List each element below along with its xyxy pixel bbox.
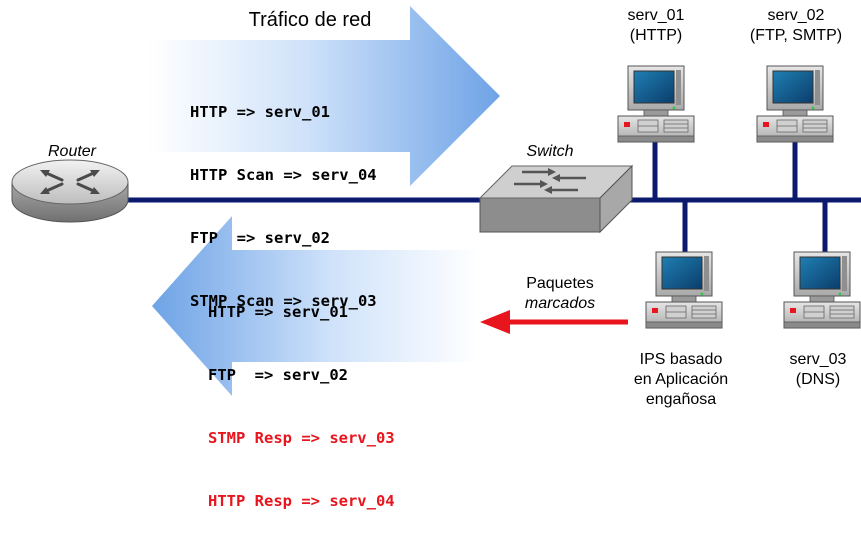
serv01-name: serv_01 (627, 7, 685, 24)
response-line: HTTP Resp => serv_04 (208, 492, 395, 510)
serv03-name: serv_03 (789, 351, 847, 368)
ips-computer-icon (645, 251, 723, 329)
ips-label: IPS basado en Aplicación engañosa (616, 350, 746, 410)
ips-line1: IPS basado (639, 351, 723, 368)
router-icon (11, 159, 129, 223)
serv02-name: serv_02 (767, 7, 825, 24)
traffic-line: STMP Scan => serv_03 (190, 292, 377, 310)
traffic-list: HTTP => serv_01 HTTP Scan => serv_04 FTP… (190, 60, 377, 333)
marked-line1: Paquetes (526, 275, 594, 292)
ips-line3: engañosa (645, 391, 717, 408)
serv03-computer-icon (783, 251, 861, 329)
switch-label: Switch (526, 143, 574, 160)
serv02-computer-icon (756, 65, 834, 143)
switch-icon (478, 164, 634, 234)
marked-packets-arrow (480, 310, 628, 334)
serv03-proto: (DNS) (795, 371, 841, 388)
serv01-computer-icon (617, 65, 695, 143)
response-line: STMP Resp => serv_03 (208, 429, 395, 447)
traffic-arrow-right (148, 6, 500, 186)
response-line: HTTP => serv_01 (208, 303, 348, 321)
ips-line2: en Aplicación (633, 371, 729, 388)
marked-line2: marcados (524, 295, 596, 312)
serv01-proto: (HTTP) (629, 27, 683, 44)
network-diagram (11, 6, 861, 396)
response-list: HTTP => serv_01 FTP => serv_02 STMP Resp… (208, 260, 395, 533)
traffic-line: HTTP Scan => serv_04 (190, 166, 377, 184)
serv02-proto: (FTP, SMTP) (749, 27, 843, 44)
marked-packets-label: Paquetes marcados (500, 274, 620, 314)
traffic-line: FTP => serv_02 (190, 229, 330, 247)
router-label: Router (47, 143, 97, 160)
traffic-line: HTTP => serv_01 (190, 103, 330, 121)
traffic-title: Tráfico de red (248, 9, 372, 31)
serv03-label: serv_03 (DNS) (776, 350, 860, 390)
serv02-label: serv_02 (FTP, SMTP) (734, 6, 858, 46)
response-line: FTP => serv_02 (208, 366, 348, 384)
serv01-label: serv_01 (HTTP) (606, 6, 706, 46)
response-arrow-left (152, 216, 478, 396)
